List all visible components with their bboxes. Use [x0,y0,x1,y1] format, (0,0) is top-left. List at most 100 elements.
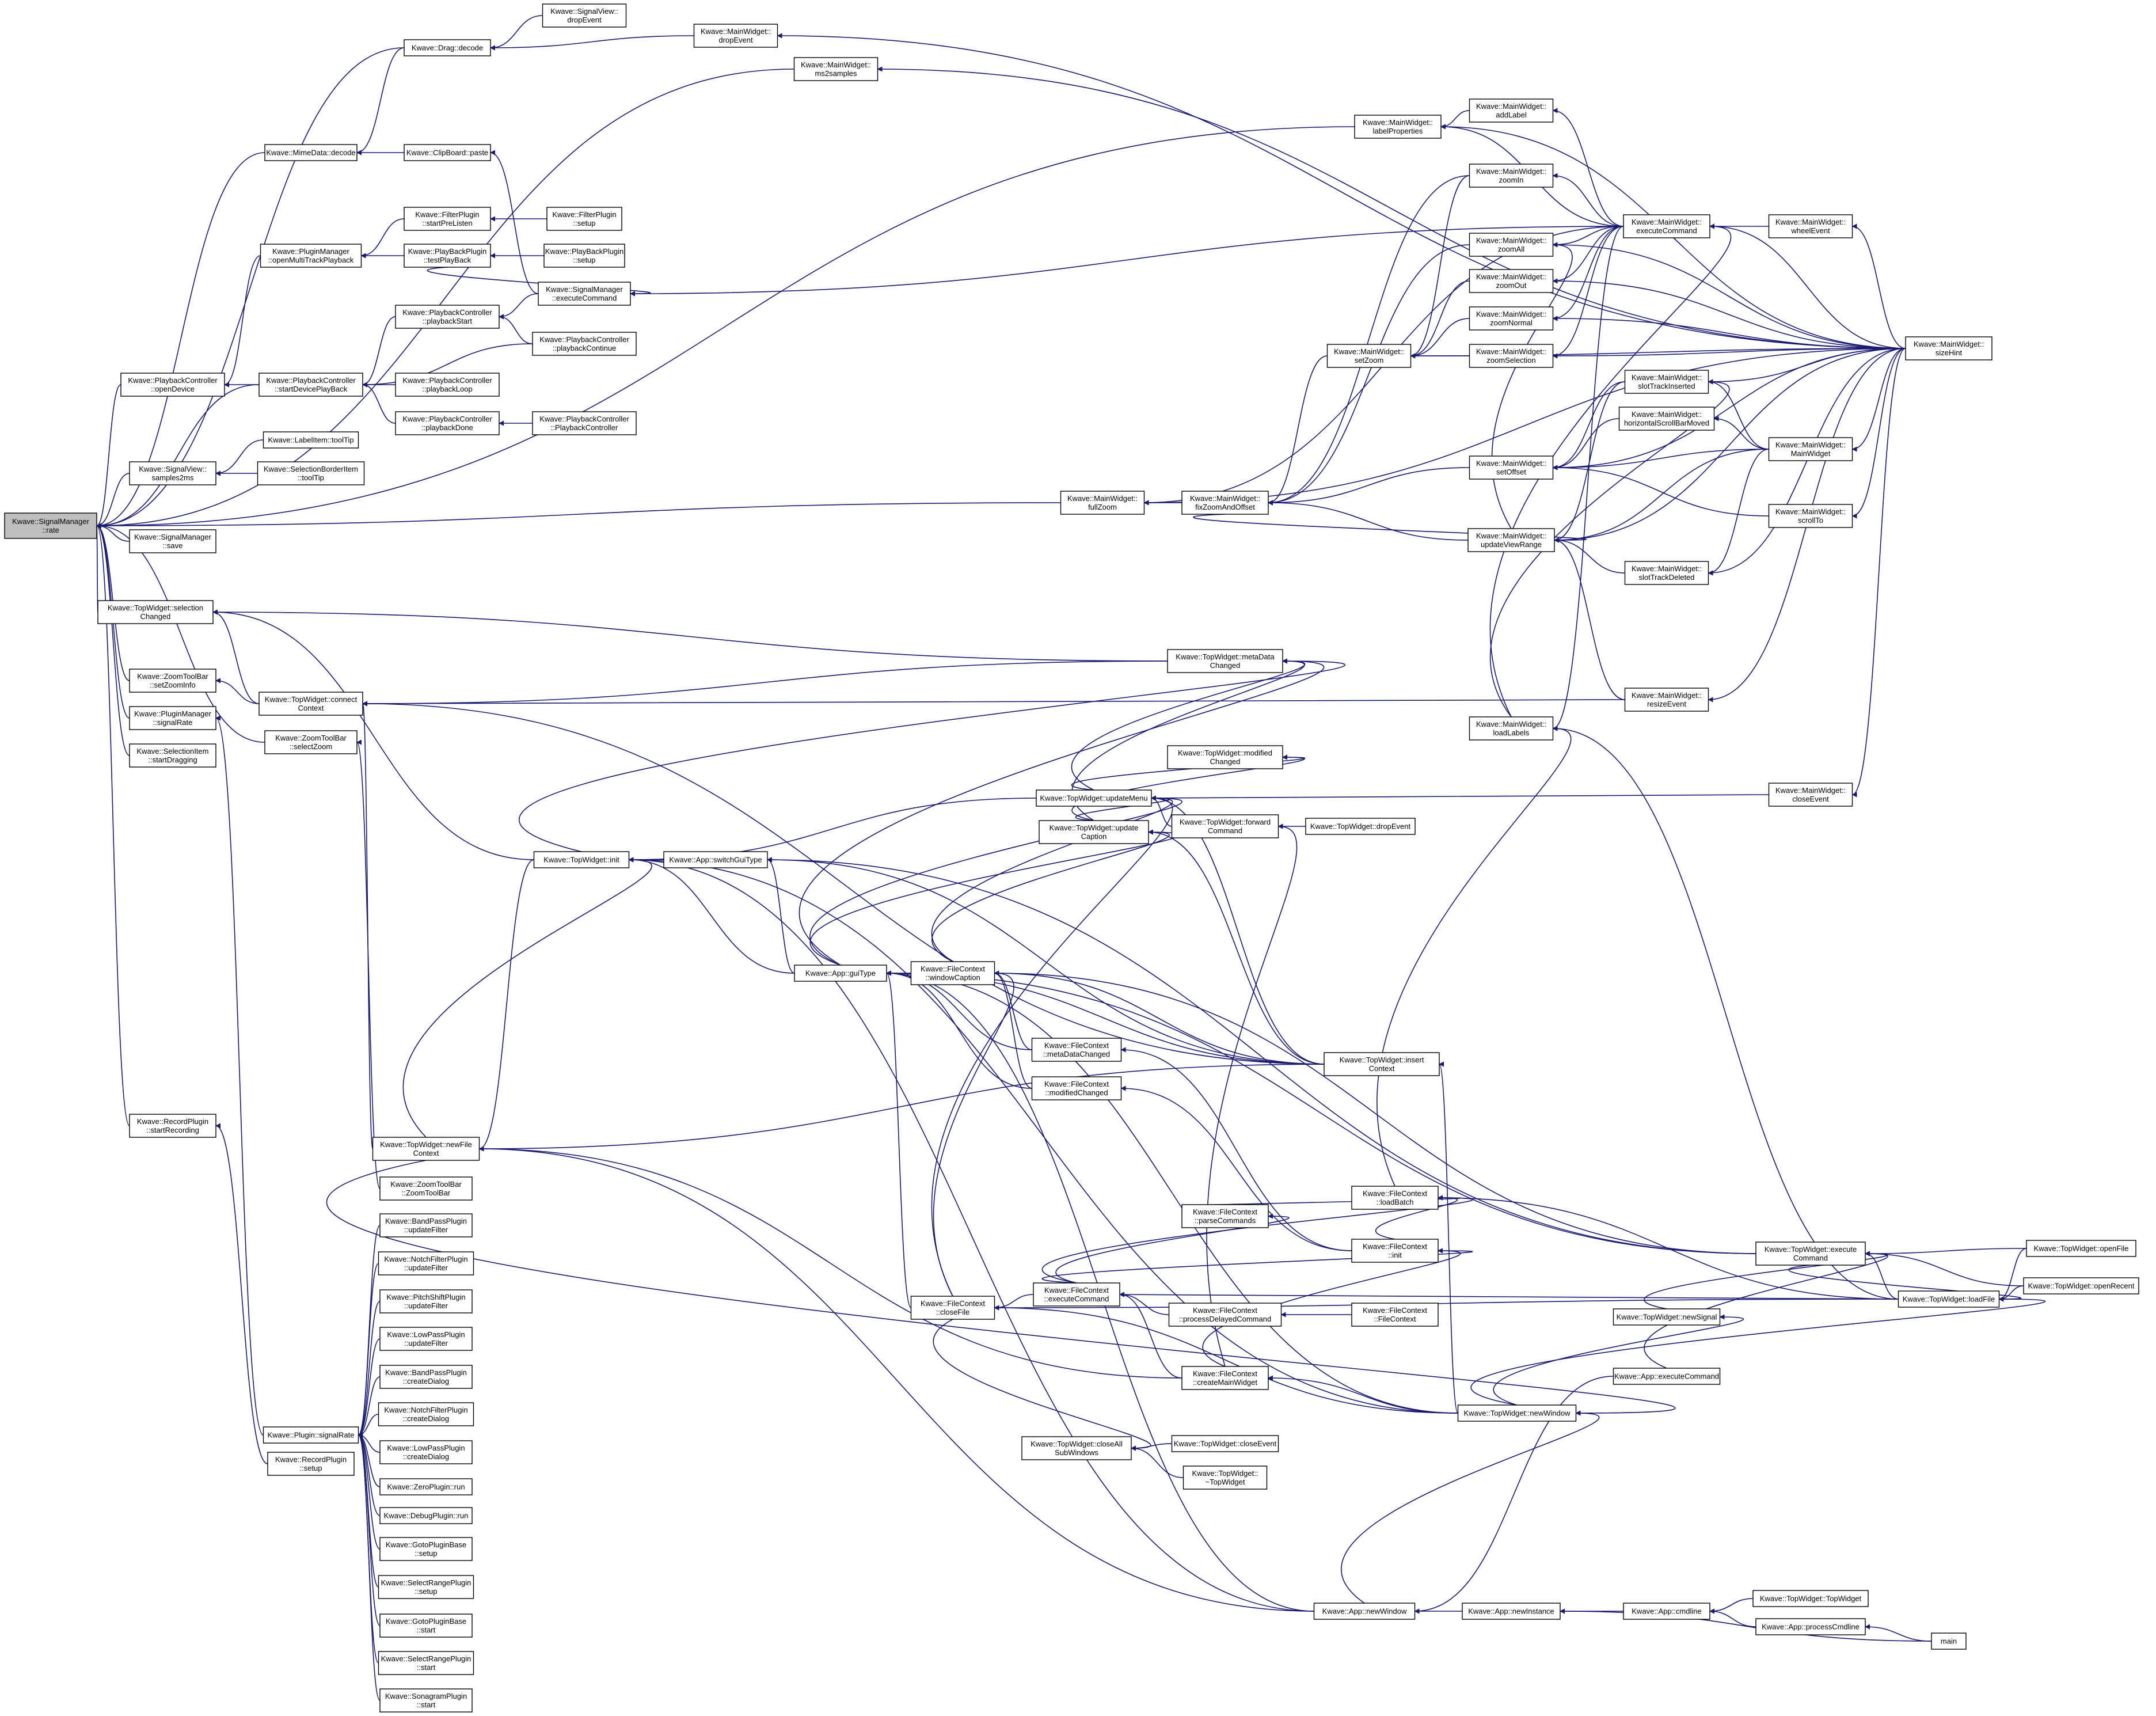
graph-node-fc-procdel[interactable]: Kwave::FileContext::processDelayedComman… [1168,1303,1282,1327]
graph-node-zp-run[interactable]: Kwave::ZeroPlugin::run [379,1478,473,1495]
graph-node-ztb-selzoom[interactable]: Kwave::ZoomToolBar::selectZoom [264,730,358,754]
graph-node-tw-newwindow[interactable]: Kwave::TopWidget::newWindow [1457,1404,1577,1422]
graph-node-app-newwindow[interactable]: Kwave::App::newWindow [1313,1603,1416,1620]
graph-node-rp-setup[interactable]: Kwave::RecordPlugin::setup [267,1452,355,1476]
graph-node-sv-s2ms[interactable]: Kwave::SignalView::samples2ms [129,461,216,485]
graph-node-fc-exec[interactable]: Kwave::FileContext::executeCommand [1033,1282,1120,1307]
graph-node-mw-loadlabels[interactable]: Kwave::MainWidget::loadLabels [1469,716,1554,741]
graph-node-sm-exec[interactable]: Kwave::SignalManager::executeCommand [538,282,631,306]
graph-node-pbp-setup[interactable]: Kwave::PlayBackPlugin::setup [543,244,625,268]
graph-node-pc-ctor[interactable]: Kwave::PlaybackController::PlaybackContr… [532,411,637,435]
graph-node-fp-setup[interactable]: Kwave::FilterPlugin::setup [546,207,622,231]
graph-node-mw-zoomin[interactable]: Kwave::MainWidget::zoomIn [1469,164,1554,188]
graph-node-tw-closeev[interactable]: Kwave::TopWidget::closeEvent [1171,1435,1279,1452]
graph-node-mw-zoomnormal[interactable]: Kwave::MainWidget::zoomNormal [1469,306,1554,331]
graph-node-mw-hscroll[interactable]: Kwave::MainWidget::horizontalScrollBarMo… [1618,407,1715,431]
graph-node-tw-openrecent[interactable]: Kwave::TopWidget::openRecent [2023,1277,2139,1294]
graph-node-tw-modchg[interactable]: Kwave::TopWidget::modifiedChanged [1167,745,1283,769]
graph-node-clip-paste[interactable]: Kwave::ClipBoard::paste [404,144,491,161]
graph-node-pm-openmulti[interactable]: Kwave::PluginManager::openMultiTrackPlay… [260,244,362,268]
graph-node-lpp-upd[interactable]: Kwave::LowPassPlugin::updateFilter [379,1327,473,1351]
graph-node-psp-upd[interactable]: Kwave::PitchShiftPlugin::updateFilter [379,1289,473,1313]
graph-node-app-switch[interactable]: Kwave::App::switchGuiType [663,851,768,868]
graph-node-plugin-sr[interactable]: Kwave::Plugin::signalRate [263,1426,359,1444]
graph-node-app-proccmd[interactable]: Kwave::App::processCmdline [1755,1618,1866,1635]
graph-node-mw-scrollto[interactable]: Kwave::MainWidget::scrollTo [1768,504,1853,528]
graph-node-mw-zoomsel[interactable]: Kwave::MainWidget::zoomSelection [1469,344,1554,368]
graph-node-gpb-start[interactable]: Kwave::GotoPluginBase::start [379,1614,473,1638]
graph-node-li-tooltip[interactable]: Kwave::LabelItem::toolTip [263,431,359,449]
graph-node-nfp-upd[interactable]: Kwave::NotchFilterPlugin::updateFilter [378,1251,474,1275]
graph-node-mw-slotins[interactable]: Kwave::MainWidget::slotTrackInserted [1624,370,1709,394]
graph-node-fc-parse[interactable]: Kwave::FileContext::parseCommands [1181,1204,1269,1228]
graph-node-tw-updmenu[interactable]: Kwave::TopWidget::updateMenu [1036,789,1152,807]
graph-node-pc-open[interactable]: Kwave::PlaybackController::openDevice [120,373,225,397]
graph-node-pc-start[interactable]: Kwave::PlaybackController::playbackStart [395,305,500,329]
graph-node-pbp-test[interactable]: Kwave::PlayBackPlugin::testPlayBack [404,244,491,268]
graph-node-fc-loadbatch[interactable]: Kwave::FileContext::loadBatch [1351,1186,1439,1210]
graph-node-tw-dropev[interactable]: Kwave::TopWidget::dropEvent [1305,818,1416,835]
graph-node-tw-init[interactable]: Kwave::TopWidget::init [533,851,630,868]
graph-node-mw-addlabel[interactable]: Kwave::MainWidget::addLabel [1469,98,1554,123]
graph-node-sbi-tooltip[interactable]: Kwave::SelectionBorderItem::toolTip [257,461,365,485]
graph-node-mw-zoomall[interactable]: Kwave::MainWidget::zoomAll [1469,233,1554,257]
graph-node-fc-wincap[interactable]: Kwave::FileContext::windowCaption [910,961,995,985]
graph-node-lpp-dlg[interactable]: Kwave::LowPassPlugin::createDialog [379,1440,473,1464]
graph-node-mw-labelprops[interactable]: Kwave::MainWidget::labelProperties [1354,115,1442,139]
graph-node-mw-updrange[interactable]: Kwave::MainWidget::updateViewRange [1467,528,1555,552]
graph-node-mw-fixzoom[interactable]: Kwave::MainWidget::fixZoomAndOffset [1181,491,1269,515]
graph-node-tw-exec[interactable]: Kwave::TopWidget::executeCommand [1755,1242,1866,1266]
graph-node-mw-exec[interactable]: Kwave::MainWidget::executeCommand [1623,214,1710,238]
graph-node-si-drag[interactable]: Kwave::SelectionItem::startDragging [129,743,216,768]
graph-node-pm-sigrate[interactable]: Kwave::PluginManager::signalRate [129,706,216,730]
graph-node-app-exec[interactable]: Kwave::App::executeCommand [1613,1368,1721,1385]
graph-node-fc-createmw[interactable]: Kwave::FileContext::createMainWidget [1181,1366,1269,1390]
graph-node-sm-save[interactable]: Kwave::SignalManager::save [129,529,216,553]
graph-node-mw-sizehint[interactable]: Kwave::MainWidget::sizeHint [1905,336,1993,360]
graph-node-mw-fullzoom[interactable]: Kwave::MainWidget::fullZoom [1060,491,1145,515]
graph-node-fc-ctor[interactable]: Kwave::FileContext::FileContext [1351,1303,1439,1327]
graph-node-pc-cont[interactable]: Kwave::PlaybackController::playbackConti… [532,332,637,356]
graph-node-tw-loadfile[interactable]: Kwave::TopWidget::loadFile [1898,1290,2000,1308]
graph-node-nfp-dlg[interactable]: Kwave::NotchFilterPlugin::createDialog [378,1402,474,1426]
graph-node-root[interactable]: Kwave::SignalManager::rate [4,512,97,539]
graph-node-sv-drop[interactable]: Kwave::SignalView::dropEvent [542,3,627,28]
graph-node-fp-startpre[interactable]: Kwave::FilterPlugin::startPreListen [404,207,491,231]
graph-node-bpp-upd[interactable]: Kwave::BandPassPlugin::updateFilter [379,1213,473,1237]
graph-node-mw-zoomout[interactable]: Kwave::MainWidget::zoomOut [1469,269,1554,293]
graph-node-fc-metachg[interactable]: Kwave::FileContext::metaDataChanged [1031,1038,1122,1062]
graph-node-ztb-ctor[interactable]: Kwave::ZoomToolBar::ZoomToolBar [379,1176,473,1201]
graph-node-pc-done[interactable]: Kwave::PlaybackController::playbackDone [395,411,500,435]
graph-node-tw-newsignal[interactable]: Kwave::TopWidget::newSignal [1613,1308,1721,1326]
graph-node-dp-run[interactable]: Kwave::DebugPlugin::run [379,1507,473,1524]
graph-node-tw-dtor[interactable]: Kwave::TopWidget::~TopWidget [1182,1466,1268,1490]
graph-node-pc-startdev[interactable]: Kwave::PlaybackController::startDevicePl… [258,373,363,397]
graph-node-gpb-setup[interactable]: Kwave::GotoPluginBase::setup [379,1537,473,1561]
graph-node-mw-ms2s[interactable]: Kwave::MainWidget::ms2samples [793,57,879,81]
graph-node-srp-start[interactable]: Kwave::SelectRangePlugin::start [378,1651,474,1675]
graph-node-sgp-start[interactable]: Kwave::SonagramPlugin::start [379,1688,473,1713]
graph-node-mw-setzoom[interactable]: Kwave::MainWidget::setZoom [1326,344,1412,368]
graph-node-mw-slotdel[interactable]: Kwave::MainWidget::slotTrackDeleted [1624,561,1709,585]
graph-node-fc-init[interactable]: Kwave::FileContext::init [1351,1239,1439,1263]
graph-node-app-cmdline[interactable]: Kwave::App::cmdline [1623,1603,1710,1620]
graph-node-tw-metachg[interactable]: Kwave::TopWidget::metaDataChanged [1167,649,1283,673]
graph-node-mime-decode[interactable]: Kwave::MimeData::decode [264,144,358,161]
graph-node-tw-ctor[interactable]: Kwave::TopWidget::TopWidget [1752,1590,1869,1607]
graph-node-mw-setoffset[interactable]: Kwave::MainWidget::setOffset [1469,455,1554,480]
graph-node-tw-openfile[interactable]: Kwave::TopWidget::openFile [2026,1240,2136,1257]
graph-node-main[interactable]: main [1931,1633,1967,1650]
graph-node-rp-startrec[interactable]: Kwave::RecordPlugin::startRecording [129,1114,216,1138]
graph-node-ztb-setzoom[interactable]: Kwave::ZoomToolBar::setZoomInfo [129,669,216,693]
graph-node-fc-close[interactable]: Kwave::FileContext::closeFile [910,1296,995,1320]
graph-node-app-newinst[interactable]: Kwave::App::newInstance [1462,1603,1561,1620]
graph-node-srp-setup[interactable]: Kwave::SelectRangePlugin::setup [378,1575,474,1599]
graph-node-pc-loop[interactable]: Kwave::PlaybackController::playbackLoop [395,373,500,397]
